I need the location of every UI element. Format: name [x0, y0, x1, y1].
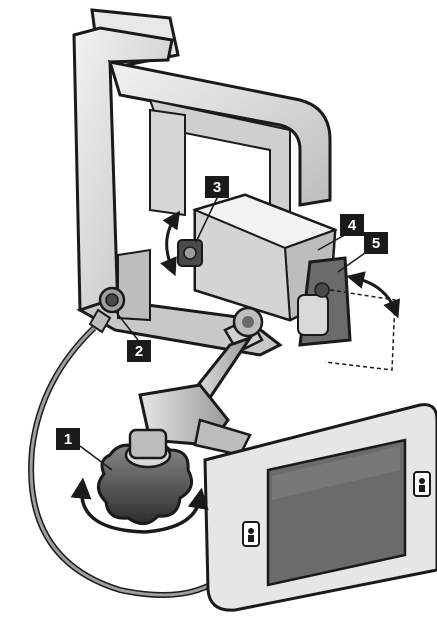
display-panel	[203, 403, 437, 612]
callout-4: 4	[340, 214, 364, 236]
rotation-arrow-icon	[70, 477, 209, 534]
lock-icon	[413, 471, 431, 497]
connector-icon	[88, 286, 126, 334]
lock-icon	[242, 521, 260, 547]
support-arm	[138, 306, 264, 457]
cable-icon	[28, 325, 227, 598]
callout-2: 2	[127, 340, 151, 362]
callout-5-label: 5	[372, 235, 380, 252]
callout-3-label: 3	[213, 179, 221, 196]
rotation-arrow-icon	[160, 210, 181, 277]
hinge-bracket	[297, 256, 396, 371]
callout-2-label: 2	[135, 343, 143, 360]
adjustment-screw	[177, 239, 203, 267]
callout-5: 5	[364, 232, 388, 254]
star-knob	[97, 428, 194, 525]
rotation-arrow-icon	[346, 271, 401, 319]
callout-4-label: 4	[348, 217, 357, 234]
callout-3: 3	[205, 176, 229, 198]
callout-1-label: 1	[64, 431, 72, 448]
callout-1: 1	[56, 428, 80, 450]
